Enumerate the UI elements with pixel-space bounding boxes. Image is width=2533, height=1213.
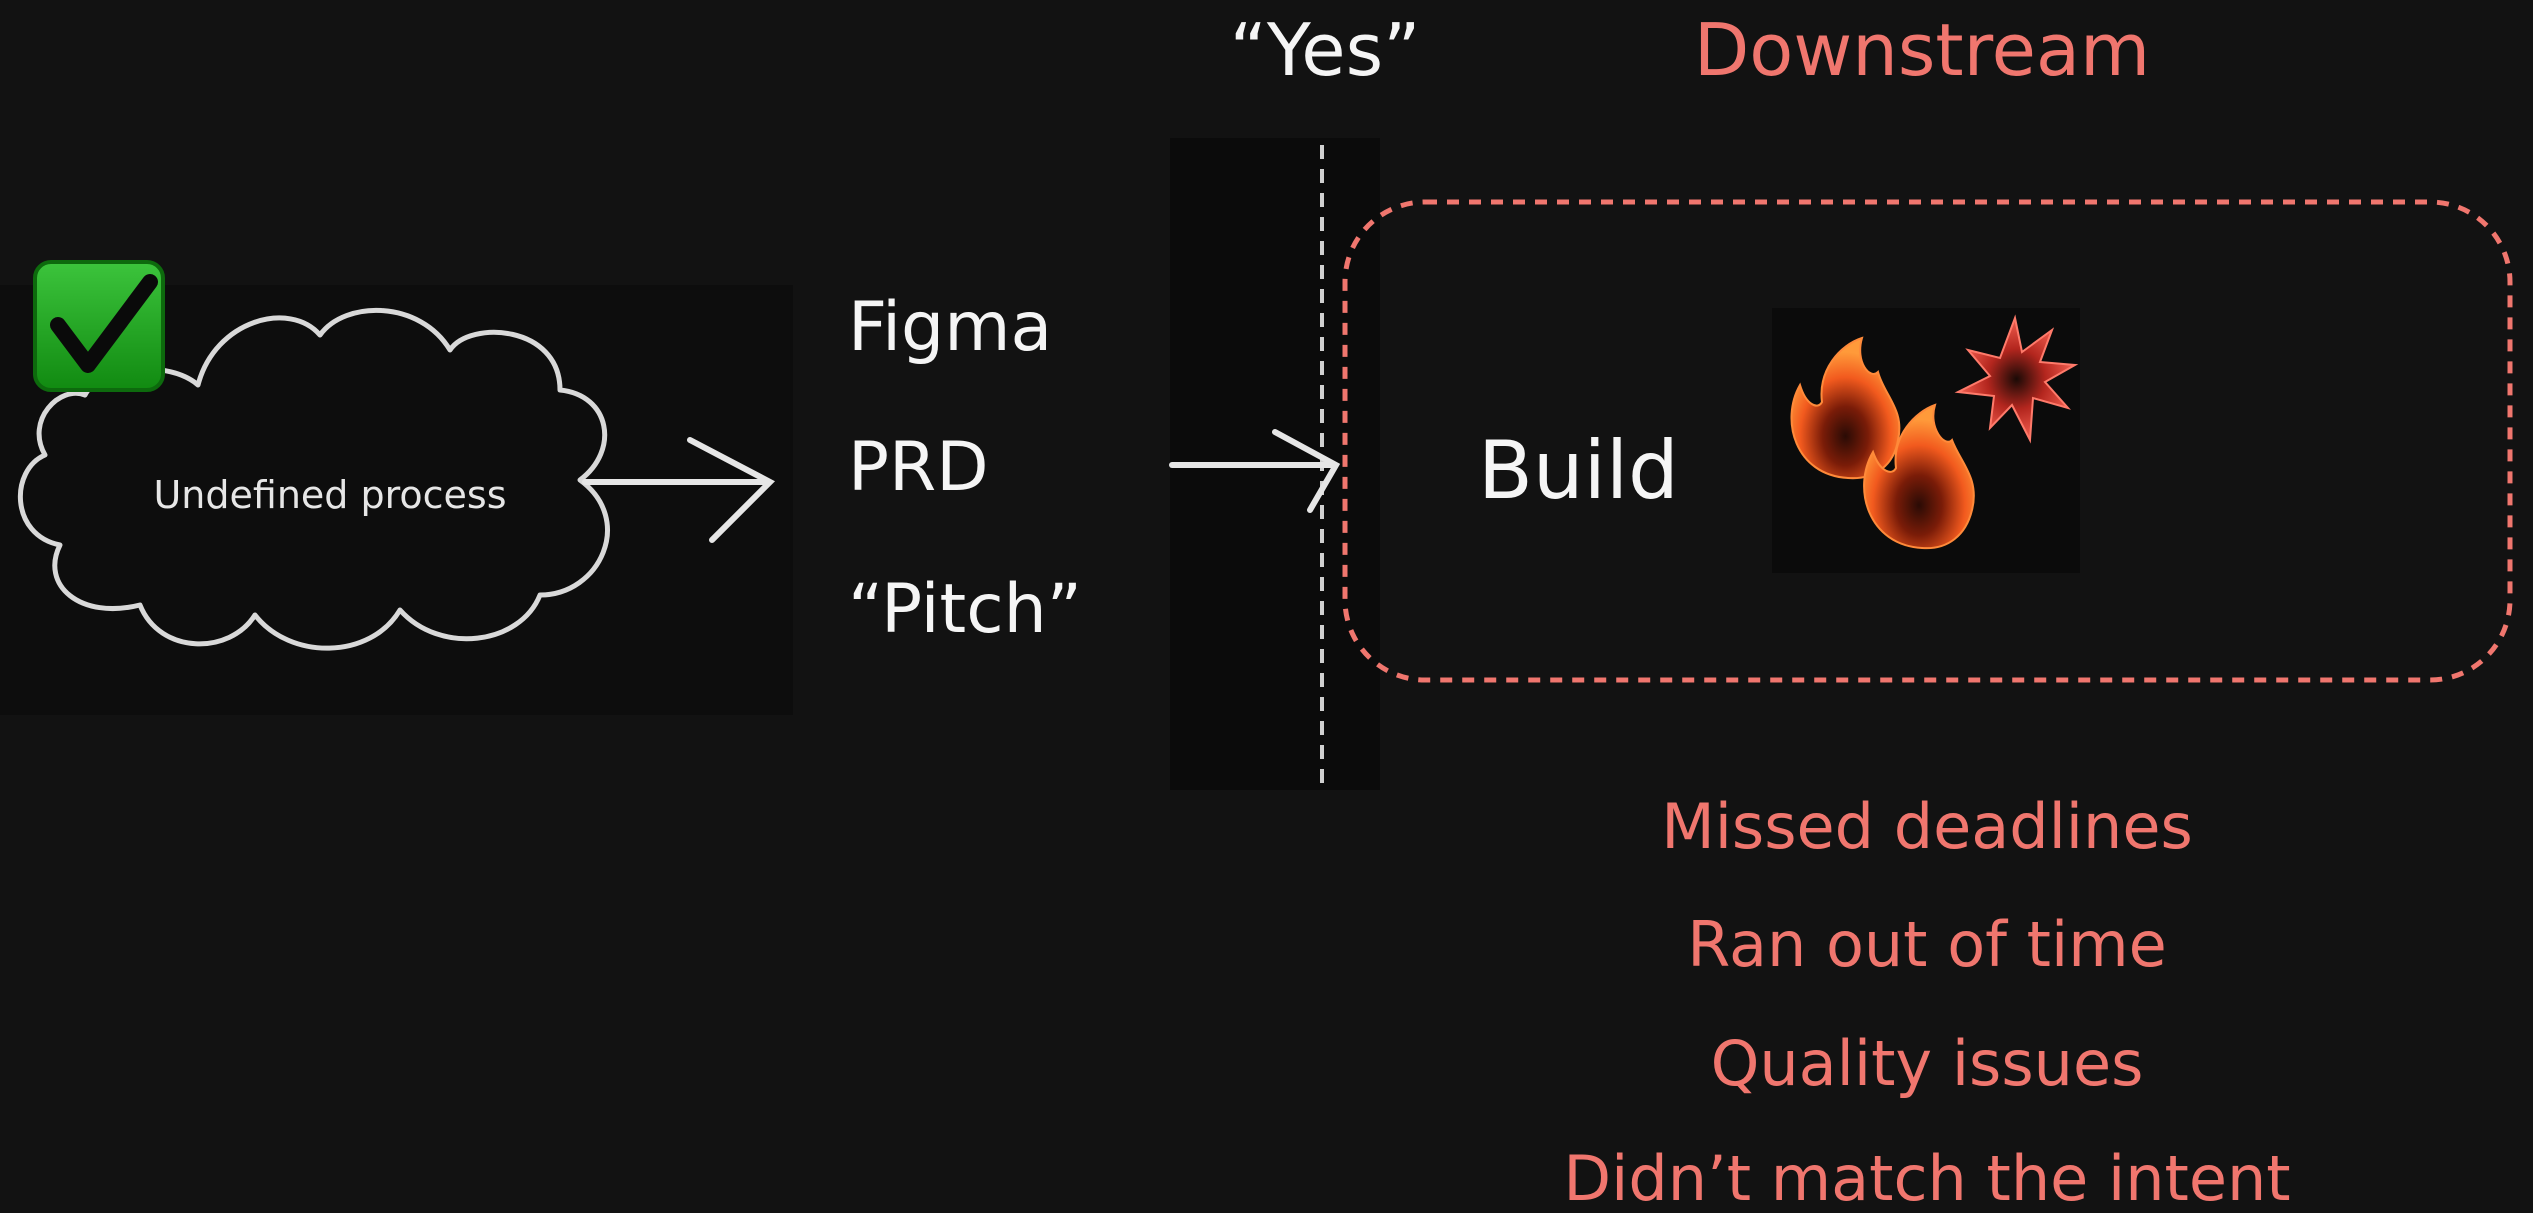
downstream-boundary — [1342, 199, 2513, 683]
explosion-icon — [1954, 314, 2079, 444]
downstream-group: Downstream Build Missed deadlines Ran ou… — [1342, 8, 2513, 1213]
undefined-process-group: Undefined process — [0, 260, 793, 715]
gate-label: “Yes” — [1230, 8, 1421, 92]
artifact-item: PRD — [848, 428, 989, 507]
outcome-item: Ran out of time — [1687, 908, 2167, 981]
outcome-item: Missed deadlines — [1661, 790, 2193, 863]
artifact-item: Figma — [848, 288, 1052, 367]
outcome-item: Quality issues — [1711, 1027, 2144, 1100]
fire-icon — [1863, 403, 1975, 550]
problems-illustration — [1772, 308, 2080, 573]
artifact-item: “Pitch” — [848, 570, 1082, 649]
arrow-to-build-icon — [1169, 429, 1341, 513]
process-label: Undefined process — [153, 473, 506, 517]
arrow-to-artifacts-icon — [582, 437, 776, 543]
outcome-item: Didn’t match the intent — [1563, 1142, 2290, 1213]
cloud-shape — [17, 307, 610, 651]
build-label: Build — [1478, 424, 1679, 517]
outcomes-list: Missed deadlines Ran out of time Quality… — [1563, 790, 2290, 1213]
downstream-title: Downstream — [1694, 8, 2150, 92]
artifacts-list: Figma PRD “Pitch” — [848, 288, 1082, 649]
checkmark-icon — [33, 260, 165, 392]
fire-icon — [1790, 336, 1901, 480]
